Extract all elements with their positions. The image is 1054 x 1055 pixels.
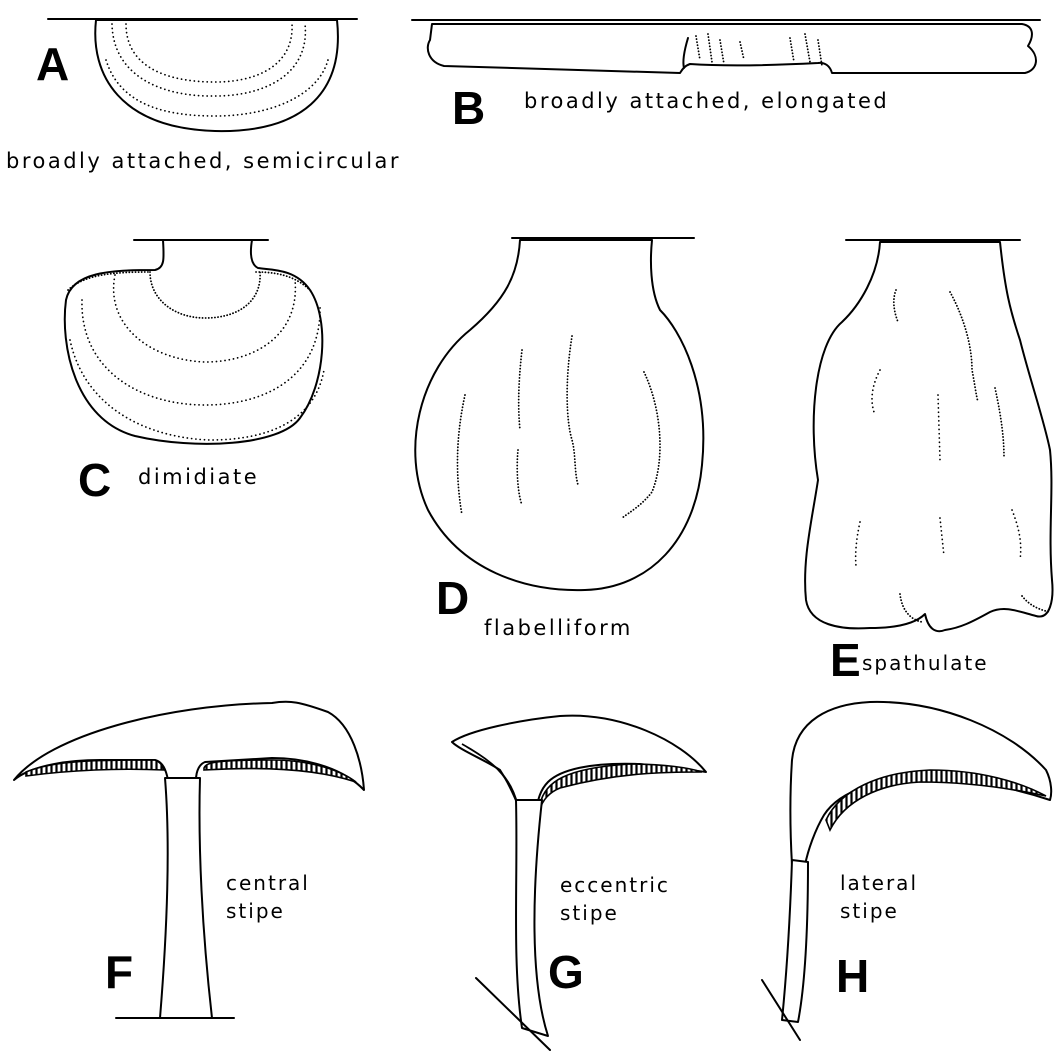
semicircular-cap xyxy=(95,20,338,131)
panel-label-g: G xyxy=(548,946,584,998)
caption-g-line1: eccentric xyxy=(560,873,670,897)
panel-label-f: F xyxy=(105,946,133,998)
panel-label-c: C xyxy=(78,454,111,506)
caption-e: spathulate xyxy=(862,651,989,675)
eccentric-stipe xyxy=(516,800,548,1036)
central-stipe xyxy=(160,778,212,1018)
caption-c: dimidiate xyxy=(138,465,259,489)
panel-a: A broadly attached, semicircular xyxy=(6,19,401,173)
elongated-cap xyxy=(428,24,1036,73)
panel-g: G eccentric stipe xyxy=(452,716,706,1050)
panel-h: H lateral stipe xyxy=(762,702,1051,1040)
panel-label-e: E xyxy=(830,634,861,686)
caption-h-line2: stipe xyxy=(840,899,899,923)
caption-g-line2: stipe xyxy=(560,901,619,925)
caption-d: flabelliform xyxy=(484,616,633,640)
panel-label-b: B xyxy=(452,82,485,134)
lateral-stipe xyxy=(782,860,808,1022)
caption-a: broadly attached, semicircular xyxy=(6,149,401,173)
panel-c: C dimidiate xyxy=(65,240,324,506)
spathulate-cap xyxy=(805,242,1052,631)
caption-f-line2: stipe xyxy=(226,899,285,923)
panel-d: D flabelliform xyxy=(415,238,703,640)
panel-label-a: A xyxy=(36,38,69,90)
caption-b: broadly attached, elongated xyxy=(524,89,889,113)
panel-f: F central stipe xyxy=(14,702,364,1018)
panel-label-h: H xyxy=(836,950,869,1002)
panel-label-d: D xyxy=(436,572,469,624)
panel-e: E spathulate xyxy=(805,240,1052,686)
panel-b: B broadly attached, elongated xyxy=(412,20,1040,134)
caption-h-line1: lateral xyxy=(840,871,918,895)
caption-f-line1: central xyxy=(226,871,310,895)
central-pileus xyxy=(14,702,364,790)
flabelliform-cap xyxy=(415,240,703,590)
dimidiate-cap xyxy=(65,240,323,444)
